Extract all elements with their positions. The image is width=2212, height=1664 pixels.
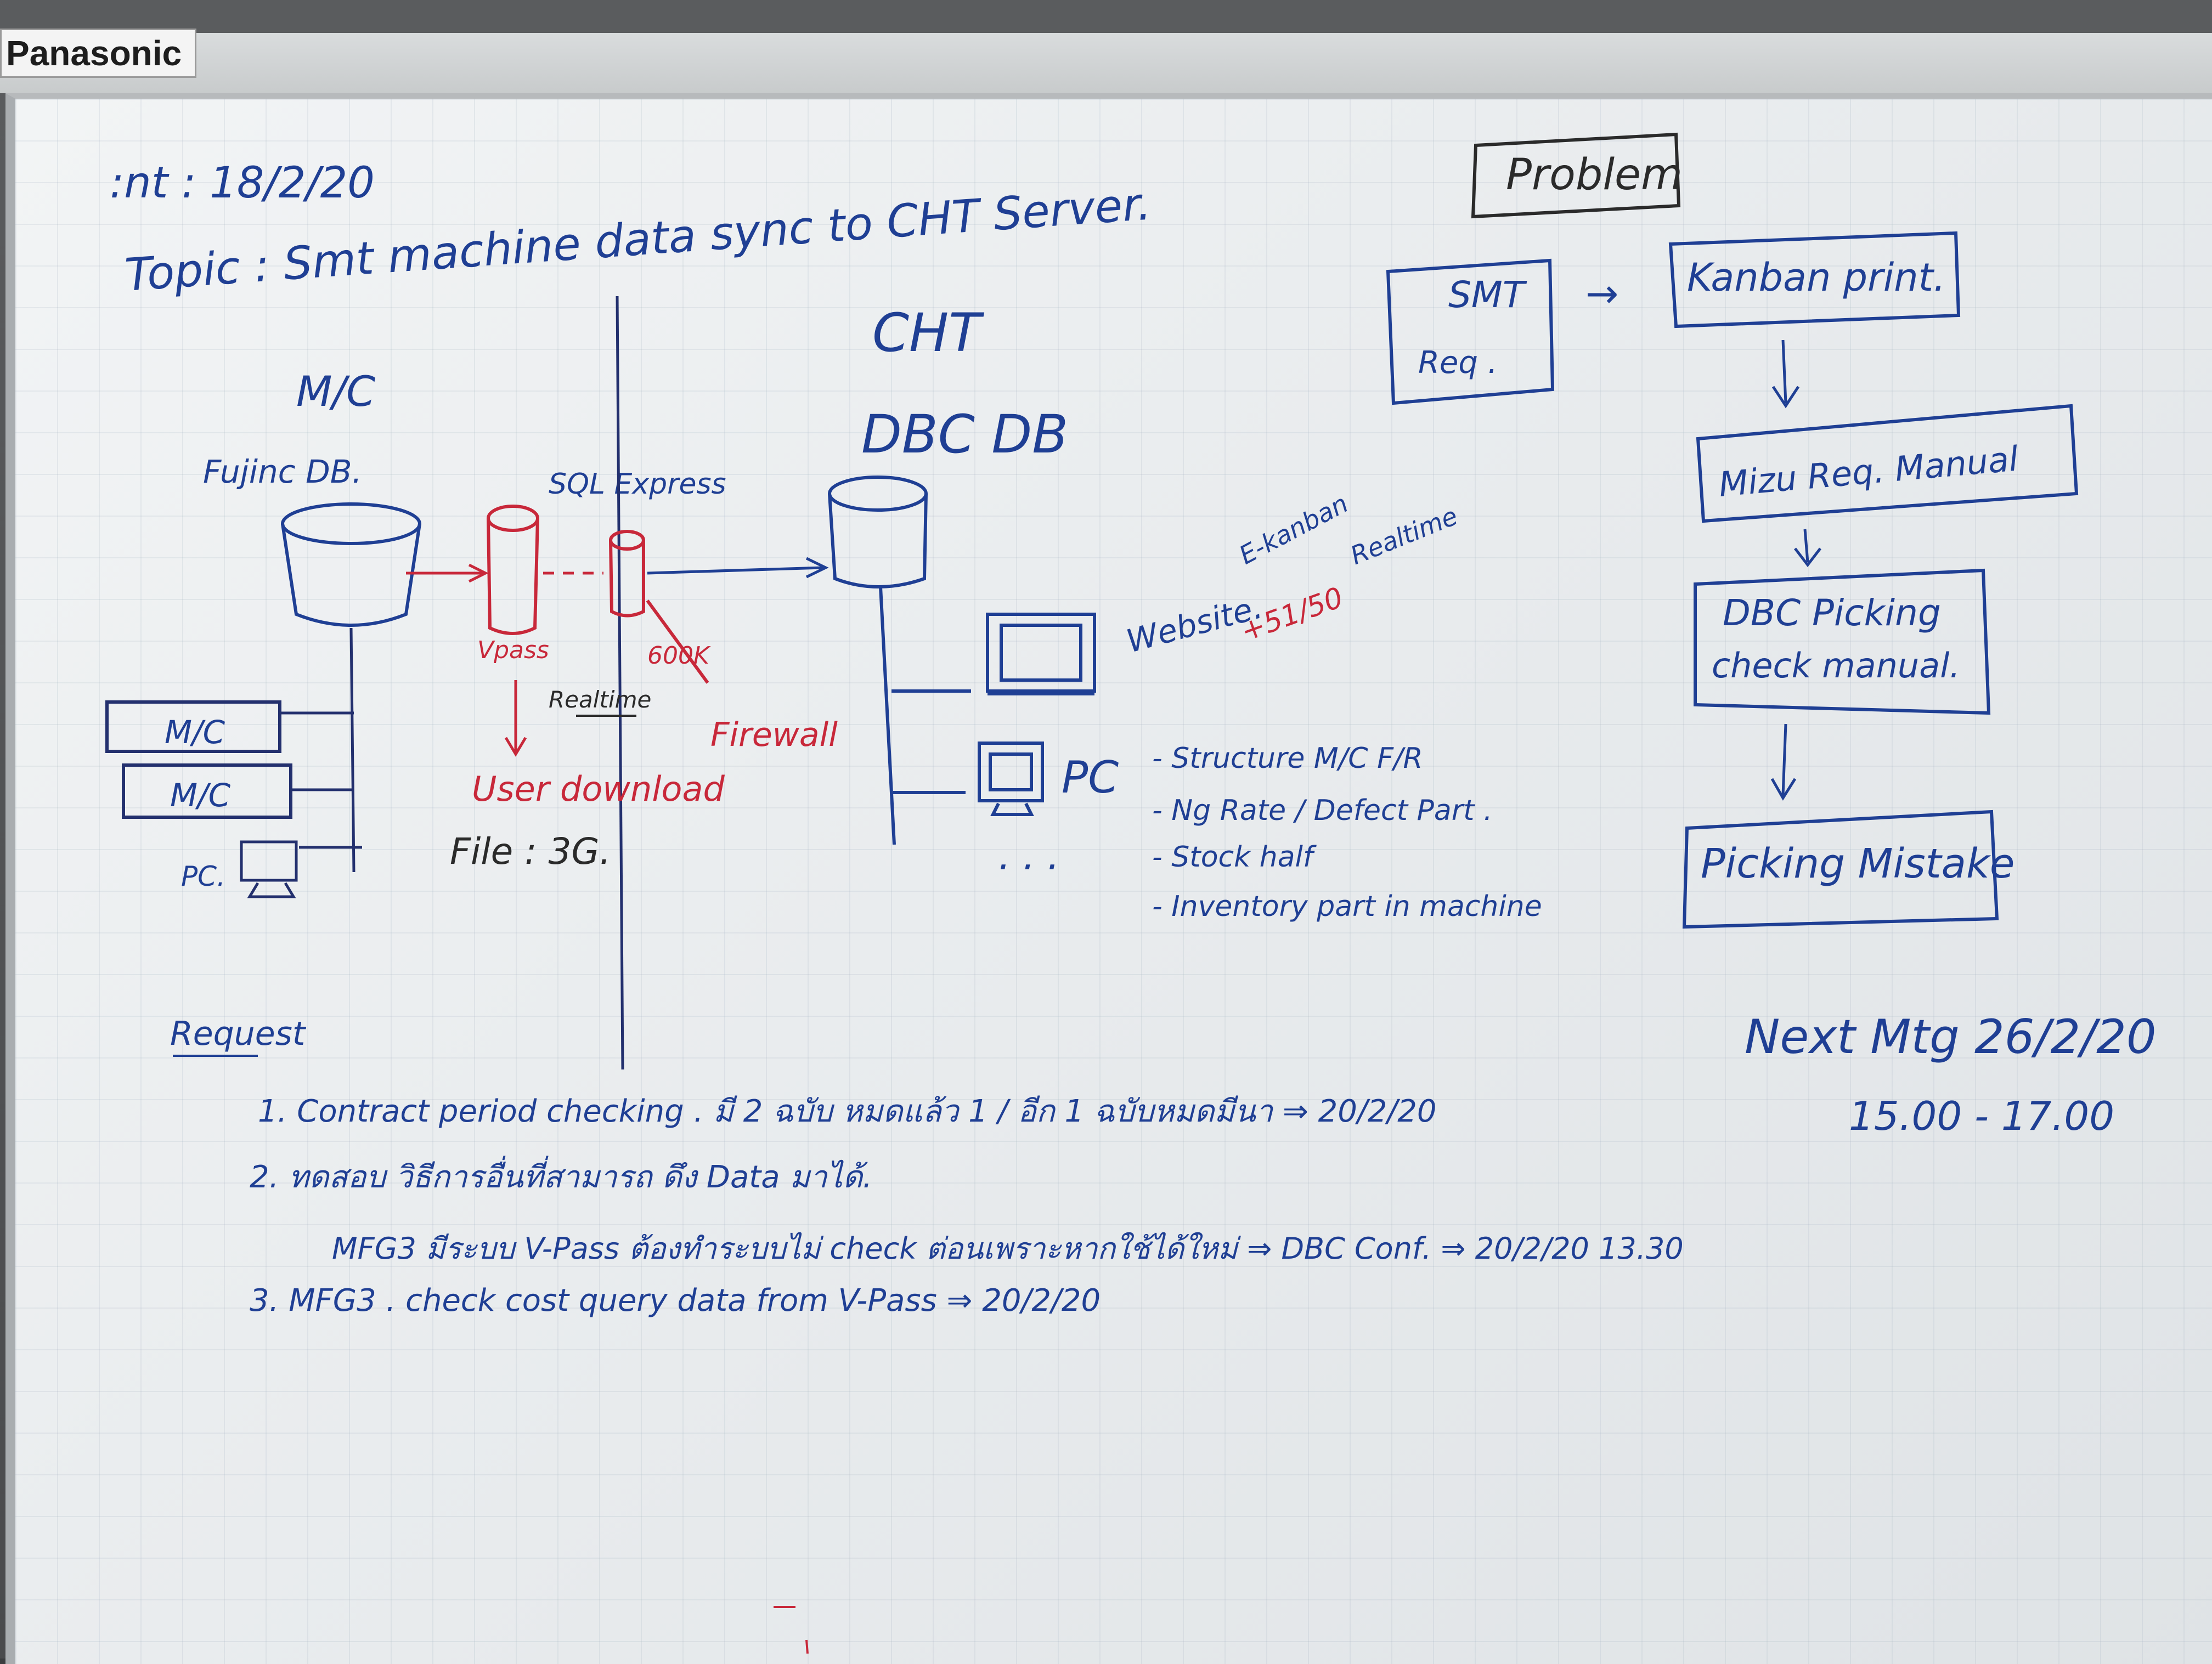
svg-text:Req .: Req . [1418,345,1498,381]
svg-text:check manual.: check manual. [1712,646,1960,686]
whiteboard [5,93,2212,1664]
realtime-center-label: Realtime [1346,501,1462,570]
left-bus-lines [280,627,362,873]
svg-text:Mizu Req. Manual: Mizu Req. Manual [1717,438,2020,504]
svg-text:M/C: M/C [170,777,231,814]
request-title: Request [170,1015,307,1053]
date-line: :nt : 18/2/20 [110,159,375,208]
bullet-1: - Structure M/C F/R [1152,742,1423,775]
flow-arrow-2 [1794,529,1821,568]
next-meeting-time: 15.00 - 17.00 [1849,1093,2114,1139]
svg-text:Picking Mistake: Picking Mistake [1701,840,2015,887]
smt-req-box: SMT Req . [1386,258,1555,405]
pc-left-label: PC. [181,861,225,892]
dbc-db-cylinder-icon [828,476,928,588]
svg-text:Kanban print.: Kanban print. [1687,255,1945,300]
kanban-print-box: Kanban print. [1668,231,1961,329]
next-meeting-label: Next Mtg 26/2/20 [1745,1010,2157,1065]
mc-box-1: M/C [105,700,281,753]
top-rail [0,33,2212,93]
arrow-sql-to-dbc [647,566,823,575]
dbc-picking-box: DBC Picking check manual. [1694,568,1991,715]
dots-label: . . . [998,834,1059,879]
file-size-label: File : 3G. [450,830,611,873]
e-kanban-label: E-kanban [1234,489,1353,570]
vpass-cylinder-icon [487,505,539,635]
svg-text:Problem: Problem [1506,150,1683,200]
red-marker-mark [774,1606,809,1654]
mc-title: M/C [296,367,375,416]
flow-arrow-1 [1771,339,1800,409]
request-item-2-detail: MFG3 มีระบบ V-Pass ต้องทำระบบไม่ check ต… [332,1231,1684,1266]
vpass-label: Vpass [477,636,549,664]
dbc-db-title: DBC DB [861,404,1068,465]
cht-title: CHT [872,302,984,364]
sql-express-cylinder-icon [609,530,645,618]
svg-text:SMT: SMT [1448,274,1527,316]
request-item-3: 3. MFG3 . check cost query data from V-P… [250,1283,1101,1318]
pc-center-label: PC [1062,752,1119,803]
website-monitor-icon [986,613,1096,695]
user-download-label: User download [472,769,725,809]
center-bus-lines [879,586,971,845]
arrow-head-icon [504,737,527,757]
smt-to-kanban-arrow-icon: → [1585,270,1618,316]
svg-text:M/C: M/C [165,714,225,751]
bullet-2: - Ng Rate / Defect Part . [1152,794,1493,827]
request-item-1: 1. Contract period checking . มี 2 ฉบับ … [258,1094,1436,1129]
problem-box: Problem [1471,132,1683,219]
fuji-db-cylinder-icon [281,502,421,627]
fuji-db-label: Fujinc DB. [203,453,362,490]
mizu-req-box: Mizu Req. Manual [1696,404,2079,523]
arrow-head-icon [805,557,829,579]
realtime-label: Realtime [549,686,651,713]
bullet-3: - Stock half [1152,841,1317,874]
pc-center-monitor-icon [978,742,1044,816]
bullet-4: - Inventory part in machine [1152,890,1542,923]
arrow-head-icon [468,563,489,583]
pc-monitor-icon [240,840,298,898]
flow-arrow-3 [1770,723,1797,801]
sql-express-label: SQL Express [549,468,726,501]
brand-label: Panasonic [0,29,197,78]
firewall-cross-line [646,599,709,684]
firewall-label: Firewall [710,716,838,754]
vertical-divider-line [616,296,624,1070]
mc-box-2: M/C [122,763,292,819]
request-item-2: 2. ทดสอบ วิธีการอื่นที่สามารถ ดึง Data ม… [250,1156,872,1195]
picking-mistake-box: Picking Mistake [1682,810,2015,929]
svg-text:DBC Picking: DBC Picking [1723,592,1941,634]
